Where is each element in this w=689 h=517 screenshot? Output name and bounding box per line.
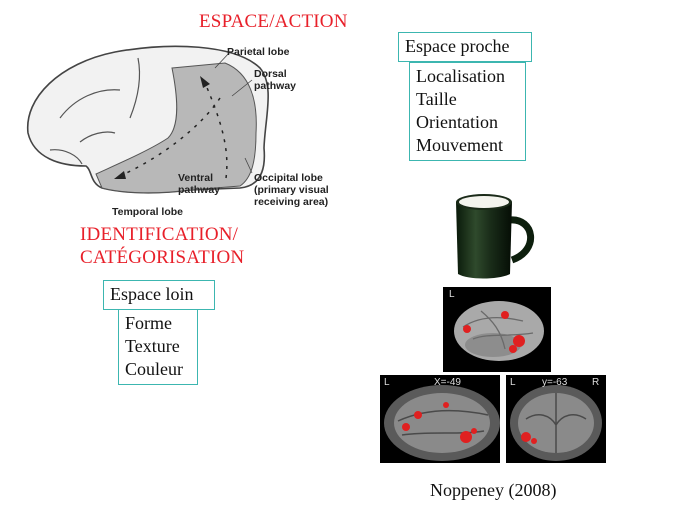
espace-loin-list: Forme Texture Couleur — [118, 309, 198, 385]
espace-loin-item: Couleur — [125, 358, 197, 381]
espace-loin-label-box: Espace loin — [103, 280, 215, 310]
dorsal-pathway-label-2: pathway — [254, 80, 296, 92]
citation: Noppeney (2008) — [430, 480, 556, 501]
fmri-sagittal-panel: L X=-49 — [380, 375, 500, 463]
mug-icon — [448, 190, 540, 282]
occipital-lobe-label-3: receiving area) — [254, 196, 328, 208]
espace-proche-item: Orientation — [416, 111, 525, 134]
espace-loin-label: Espace loin — [110, 284, 193, 304]
espace-proche-item: Mouvement — [416, 134, 525, 157]
fmri-coronal-r-label: R — [592, 377, 599, 388]
mug-image — [448, 190, 540, 282]
espace-loin-item: Forme — [125, 312, 197, 335]
espace-proche-label-box: Espace proche — [398, 32, 532, 62]
espace-proche-label: Espace proche — [405, 36, 509, 56]
parietal-lobe-label: Parietal lobe — [227, 46, 289, 58]
dorsal-pathway-label-1: Dorsal — [254, 68, 287, 80]
fmri-sagittal-l-label: L — [384, 377, 390, 388]
identification-title: IDENTIFICATION/ — [80, 224, 238, 246]
ventral-pathway-label-1: Ventral — [178, 172, 213, 184]
espace-proche-item: Localisation — [416, 65, 525, 88]
espace-proche-item: Taille — [416, 88, 525, 111]
espace-loin-item: Texture — [125, 335, 197, 358]
fmri-coronal-panel: L y=-63 R — [506, 375, 606, 463]
fmri-coronal-coord: y=-63 — [542, 377, 567, 388]
fmri-surface-panel: L — [443, 287, 551, 372]
ventral-pathway-label-2: pathway — [178, 184, 220, 196]
fmri-top-l-label: L — [449, 289, 455, 300]
occipital-lobe-label-1: Occipital lobe — [254, 172, 323, 184]
espace-proche-list: Localisation Taille Orientation Mouvemen… — [409, 62, 526, 161]
fmri-coronal-l-label: L — [510, 377, 516, 388]
categorisation-title: CATÉGORISATION — [80, 247, 244, 269]
occipital-lobe-label-2: (primary visual — [254, 184, 329, 196]
fmri-sagittal-coord: X=-49 — [434, 377, 461, 388]
espace-action-title: ESPACE/ACTION — [199, 11, 348, 33]
brain-diagram: Parietal lobe Dorsal pathway Ventral pat… — [20, 38, 350, 218]
temporal-lobe-label: Temporal lobe — [112, 206, 183, 218]
